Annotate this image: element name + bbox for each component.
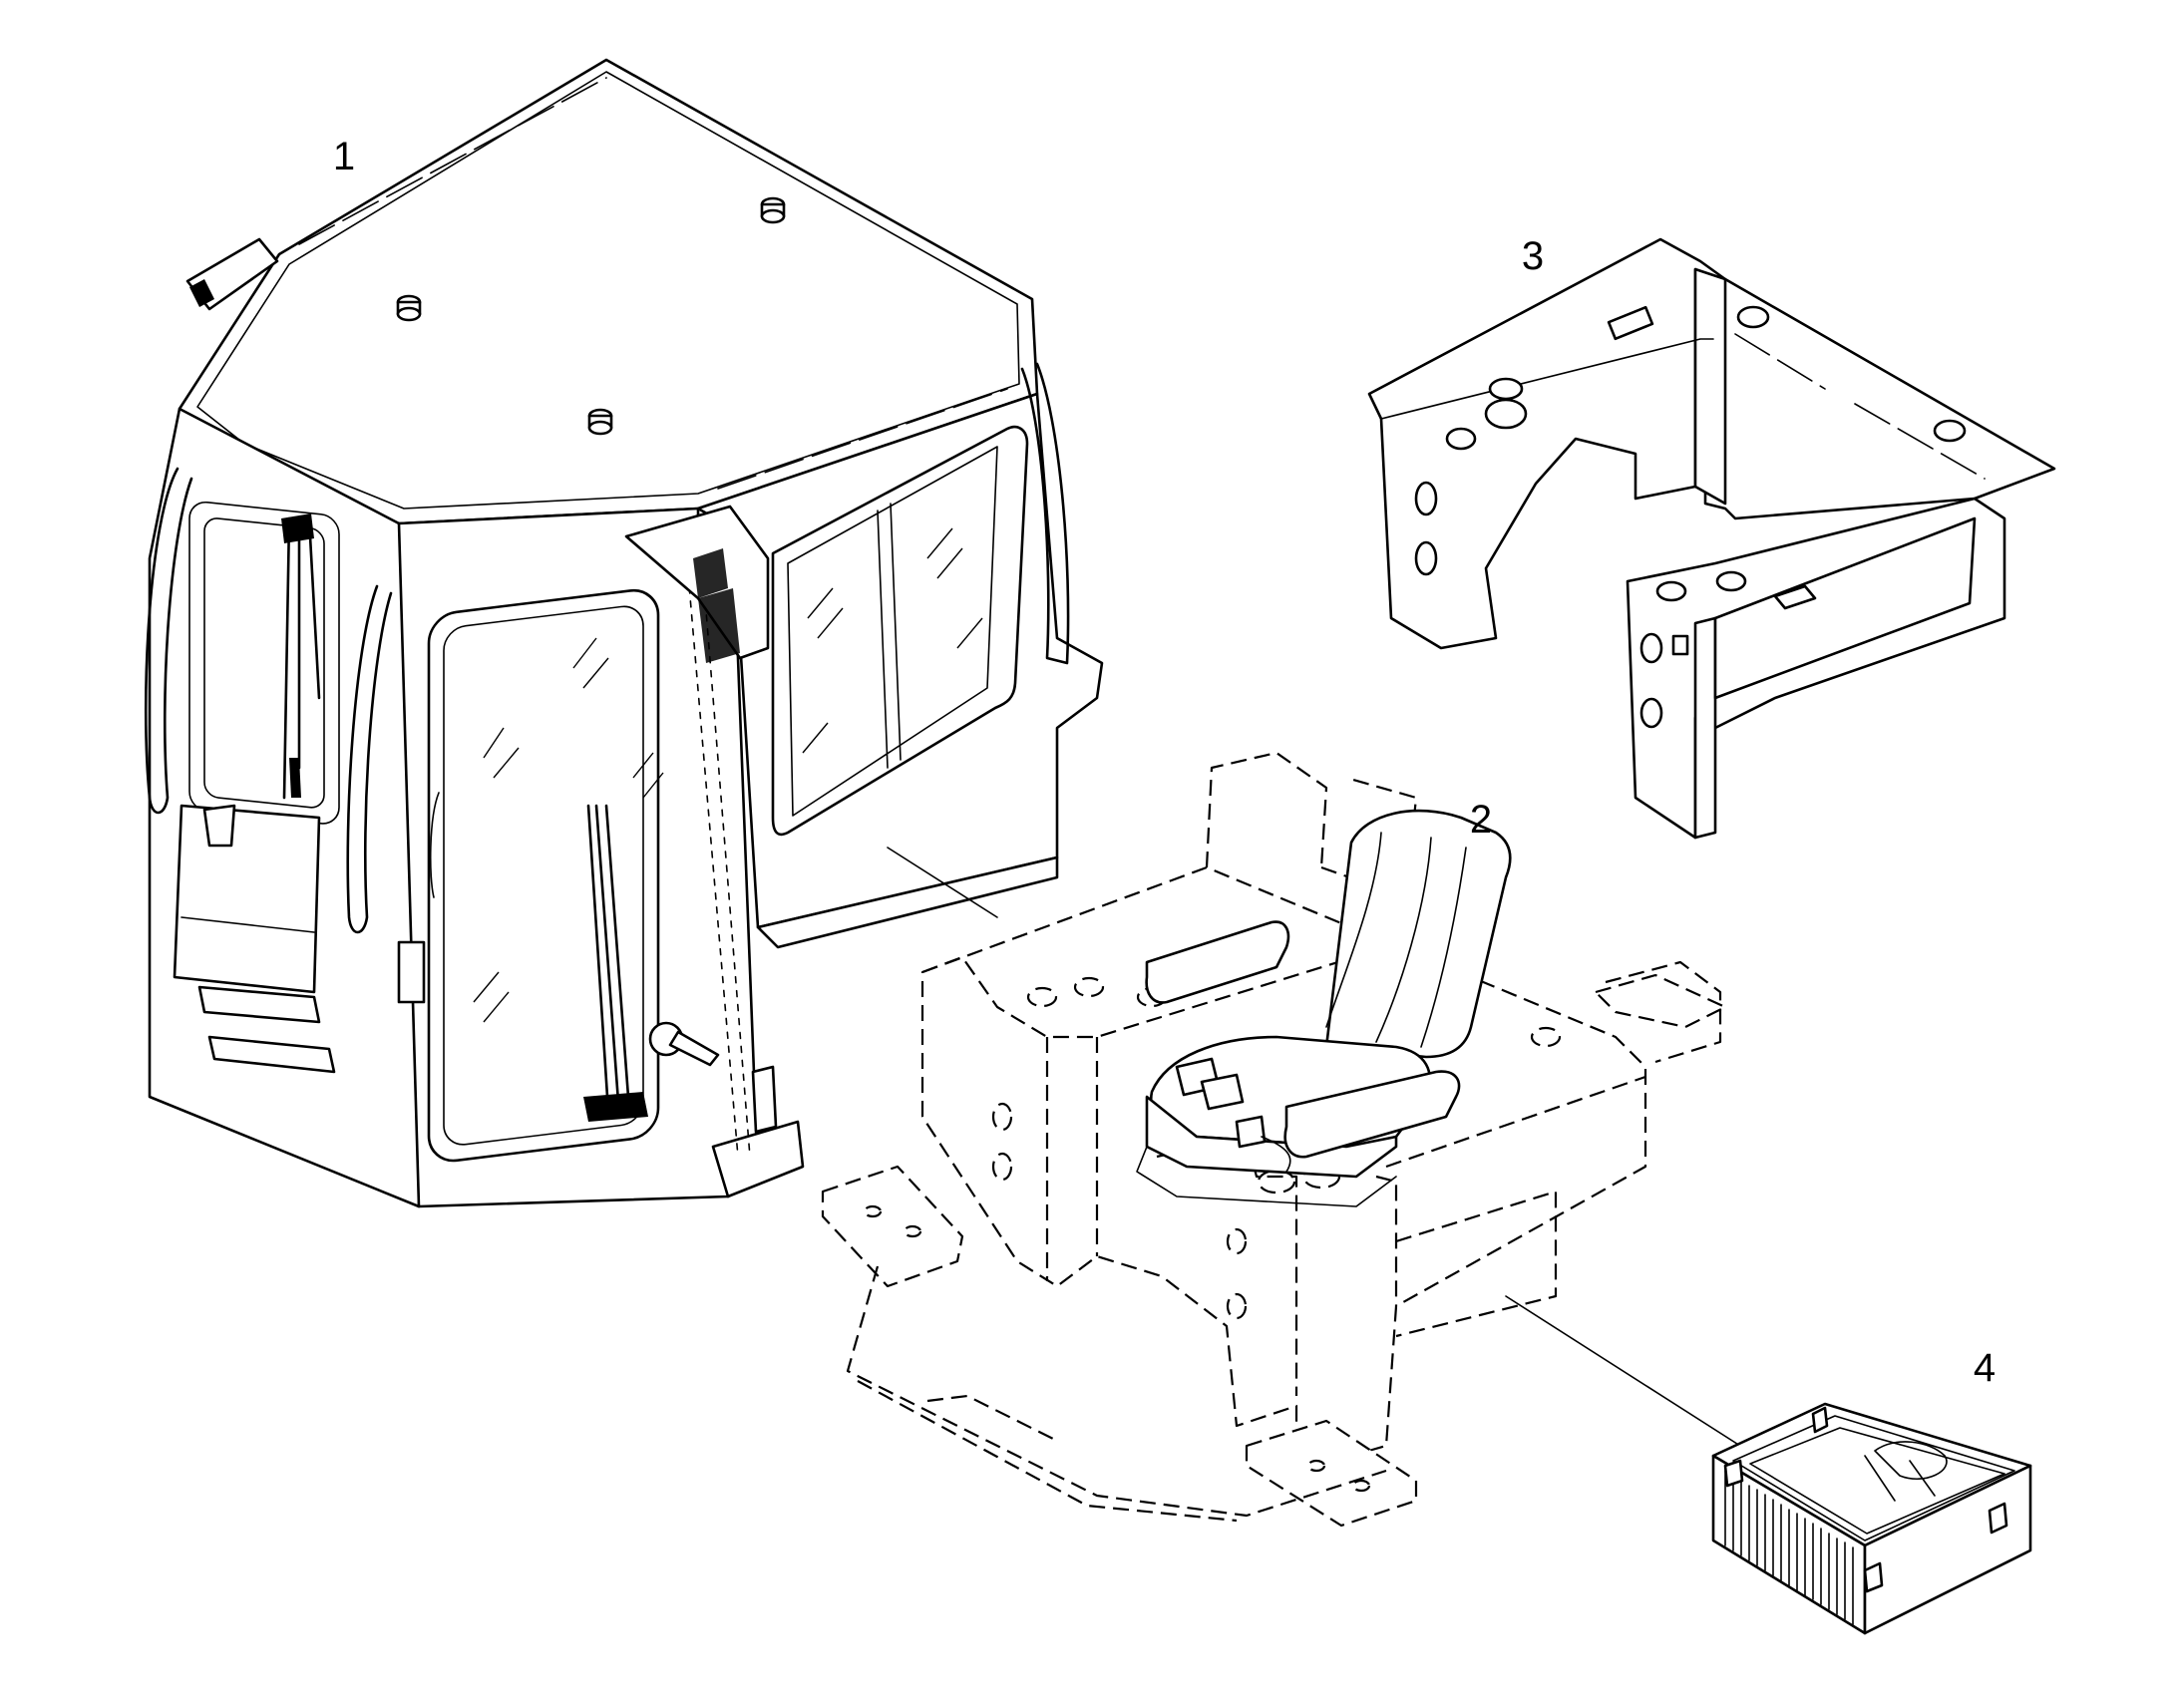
wiper-arm <box>282 516 321 800</box>
cab-assembly <box>144 58 1104 1208</box>
cab-door <box>427 588 660 1163</box>
callout-1: 1 <box>333 135 355 178</box>
console-bracket <box>1367 237 2056 840</box>
callout-3: 3 <box>1522 234 1544 278</box>
seat-and-floor-frame <box>821 751 1727 1528</box>
operator-seat <box>1324 809 1512 1059</box>
roof-stud <box>396 294 422 322</box>
grab-handle <box>144 467 193 815</box>
armrest <box>1145 920 1290 1004</box>
callout-labels: 1 2 3 4 <box>333 135 1996 1390</box>
wiper-arm <box>586 804 630 1114</box>
armrest <box>1283 1070 1461 1159</box>
callout-2: 2 <box>1470 798 1492 842</box>
callout-4: 4 <box>1974 1346 1996 1390</box>
filter-box <box>1711 1402 2032 1635</box>
filter-pleats <box>1724 1470 1854 1625</box>
roof-stud <box>760 196 786 224</box>
roof-stud <box>587 408 613 436</box>
grab-handle <box>346 584 393 934</box>
